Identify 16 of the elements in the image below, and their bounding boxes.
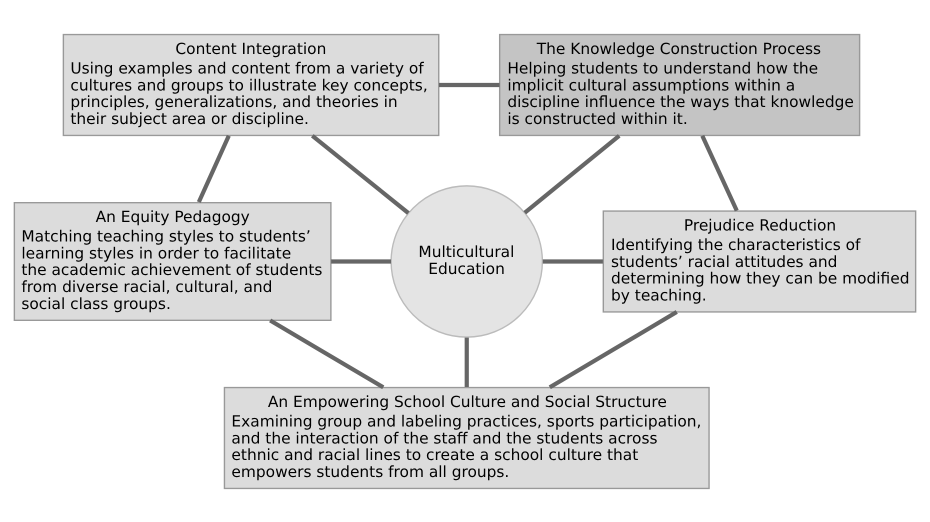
node-box: The Knowledge Construction Process Helping students to understand how the implicit cultural assumptions within a discipline influence the ways that knowledge is constructed within it. [498,33,860,136]
connector [438,82,500,87]
connector [196,134,231,202]
connector [269,318,384,389]
connector [464,337,469,387]
connector [310,134,410,214]
node-circle: Multicultural Education [390,184,544,338]
node-box: An Empowering School Culture and Social Structure Examining group and labeling practices, sports participation, and the interaction of the staff and the students across ethnic and racial lines to create a school culture that empowers students from all groups. [224,386,710,489]
node-box: Content Integration Using examples and content from a variety of cultures and groups to illustrate key concepts, principles, generalizations, and theories in their subject area or discipline. [62,33,440,136]
node-box: Prejudice Reduction Identifying the characteristics of students’ racial attitudes and determining how they can be modified by teaching. [602,210,916,312]
connector [548,310,678,389]
connector [542,258,603,264]
node-box: An Equity Pedagogy Matching teaching styles to students’ learning styles in order to facilitate the academic achievement of students from diverse racial, cultural, and social class groups. [14,201,332,321]
connector [700,134,739,212]
connector [523,134,621,214]
connector [331,258,392,264]
